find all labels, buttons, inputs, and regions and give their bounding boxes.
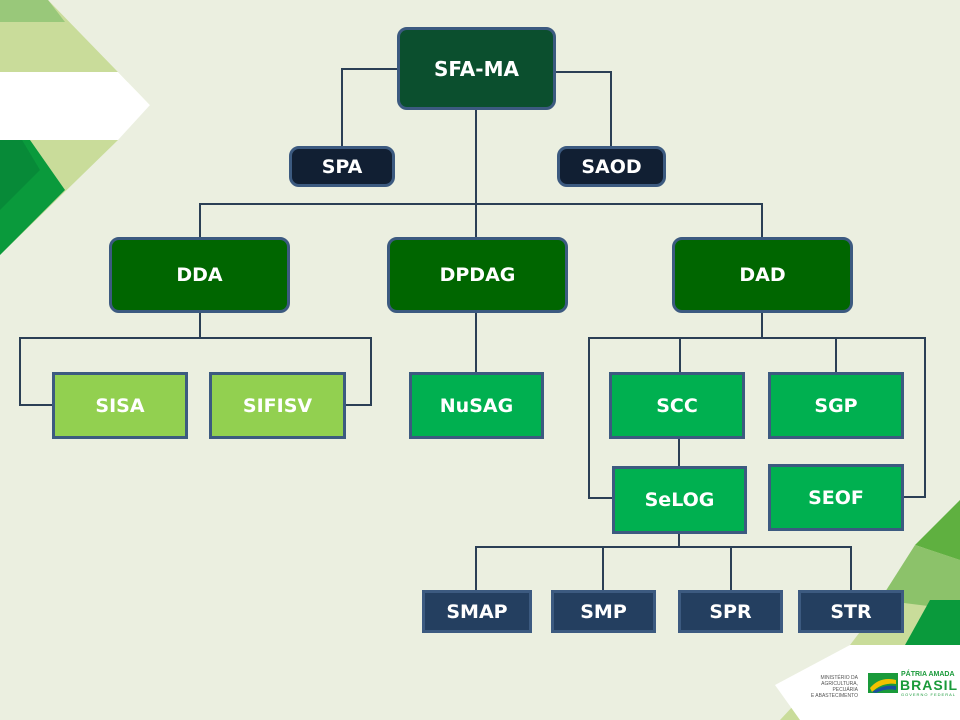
- slogan-top: PÁTRIA AMADA: [901, 671, 955, 678]
- node-scc: SCC: [609, 372, 745, 439]
- node-saod: SAOD: [557, 146, 666, 187]
- ministry-line-2: AGRICULTURA, PECUÁRIA: [821, 681, 858, 693]
- top-left-decoration: [0, 0, 150, 255]
- node-sifisv: SIFISV: [209, 372, 346, 439]
- ministry-line-1: MINISTÉRIO DA: [820, 675, 858, 681]
- node-seof: SEOF: [768, 464, 904, 531]
- node-dpdag: DPDAG: [387, 237, 568, 313]
- node-sfa-ma: SFA-MA: [397, 27, 556, 110]
- node-spr: SPR: [678, 590, 783, 633]
- slogan-sub: GOVERNO FEDERAL: [901, 692, 957, 697]
- node-smp: SMP: [551, 590, 656, 633]
- ministry-line-3: E ABASTECIMENTO: [810, 693, 858, 699]
- node-selog: SeLOG: [612, 466, 747, 534]
- node-str: STR: [798, 590, 904, 633]
- node-smap: SMAP: [422, 590, 532, 633]
- node-nusag: NuSAG: [409, 372, 544, 439]
- node-dad: DAD: [672, 237, 853, 313]
- slogan-main: BRASIL: [900, 677, 959, 693]
- node-spa: SPA: [289, 146, 395, 187]
- node-sgp: SGP: [768, 372, 904, 439]
- node-dda: DDA: [109, 237, 290, 313]
- node-sisa: SISA: [52, 372, 188, 439]
